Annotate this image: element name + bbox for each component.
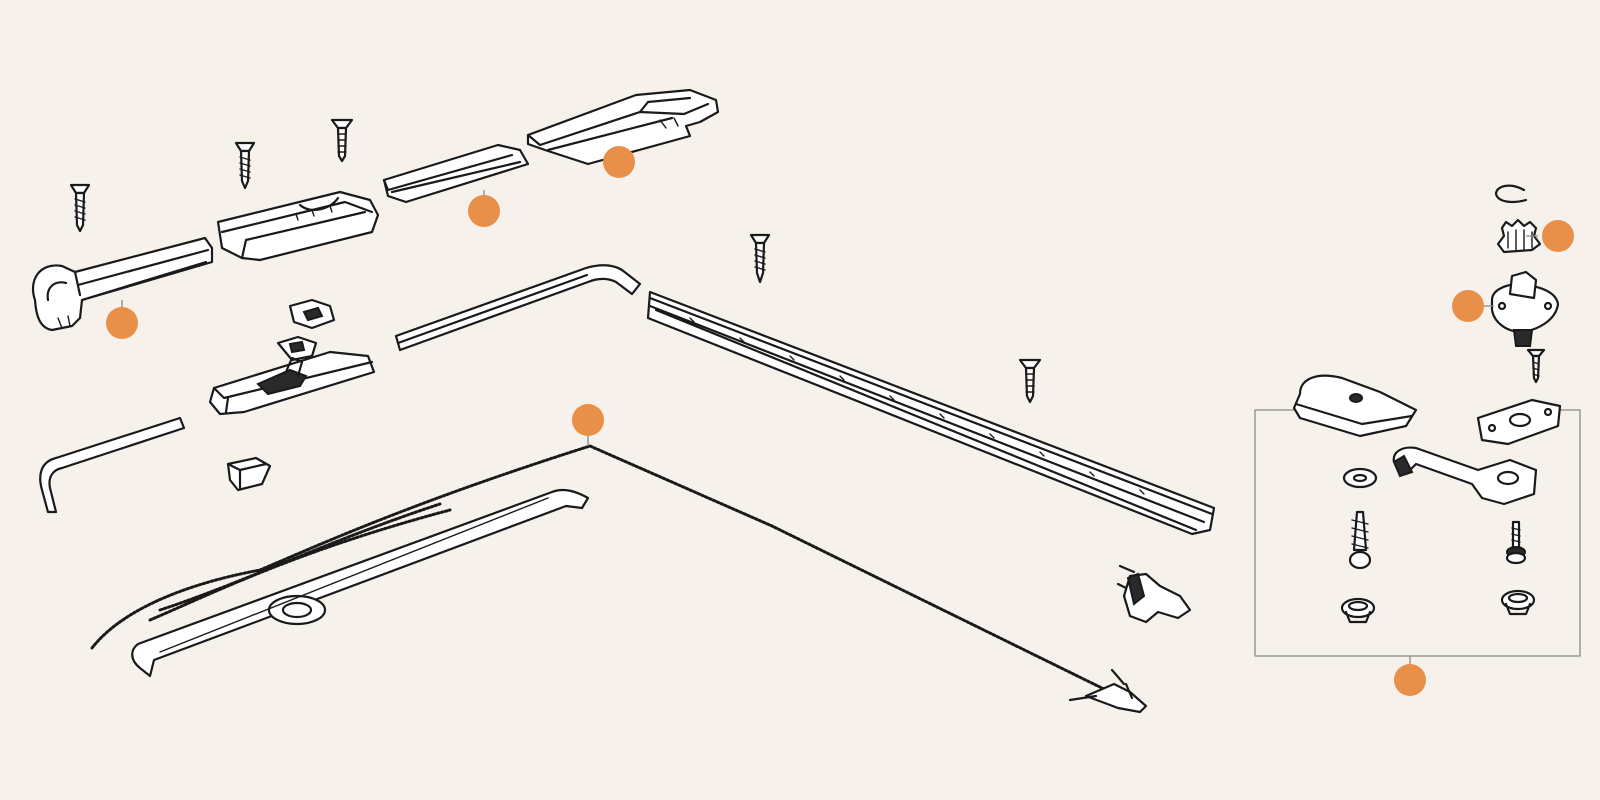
clip-part: [288, 298, 336, 330]
plastic-plug-part: [1116, 564, 1192, 624]
drive-cable-chain-part: [90, 444, 1112, 694]
main-rail-part: [646, 290, 1216, 536]
hook-rod-part: [39, 416, 186, 514]
screw-part: [749, 233, 771, 284]
clip-part: [276, 335, 318, 362]
pinion-gear-part: [1496, 218, 1542, 254]
cable-end-fitting-part: [1068, 668, 1148, 714]
hotspot-front-guide-right[interactable]: [603, 146, 635, 178]
center-guide-block-part: [216, 190, 380, 262]
retaining-clip-part: [1494, 184, 1528, 204]
clip-part: [226, 456, 272, 492]
crank-cover-part: [1292, 374, 1418, 438]
crank-screw-part: [1348, 510, 1372, 570]
screw-part: [234, 141, 256, 190]
slider-mechanism-part: [208, 350, 376, 416]
screw-part: [69, 183, 91, 233]
washer-part: [1342, 467, 1378, 489]
grommet-part: [1500, 589, 1536, 616]
screw-part: [330, 118, 354, 163]
drive-housing-part: [1490, 270, 1560, 347]
hotspot-gear-pinion[interactable]: [1542, 220, 1574, 252]
bolt-part: [1505, 520, 1527, 565]
hotspot-front-guide-left[interactable]: [106, 307, 138, 339]
curved-guide-rail-part: [394, 264, 642, 352]
crank-handle-part: [1392, 446, 1538, 506]
front-guide-left-part: [31, 236, 214, 332]
front-guide-middle-part: [382, 143, 530, 204]
hotspot-cable-chain[interactable]: [572, 404, 604, 436]
crank-base-plate-part: [1476, 398, 1562, 446]
small-screw-part: [1526, 348, 1546, 384]
hotspot-drive-housing[interactable]: [1452, 290, 1484, 322]
hotspot-crank-handle-kit[interactable]: [1394, 664, 1426, 696]
screw-part: [1018, 358, 1042, 404]
hotspot-center-guide-block[interactable]: [468, 195, 500, 227]
grommet-part: [1340, 597, 1376, 624]
spring-bar-part: [131, 488, 590, 678]
front-guide-right-part: [526, 88, 720, 166]
